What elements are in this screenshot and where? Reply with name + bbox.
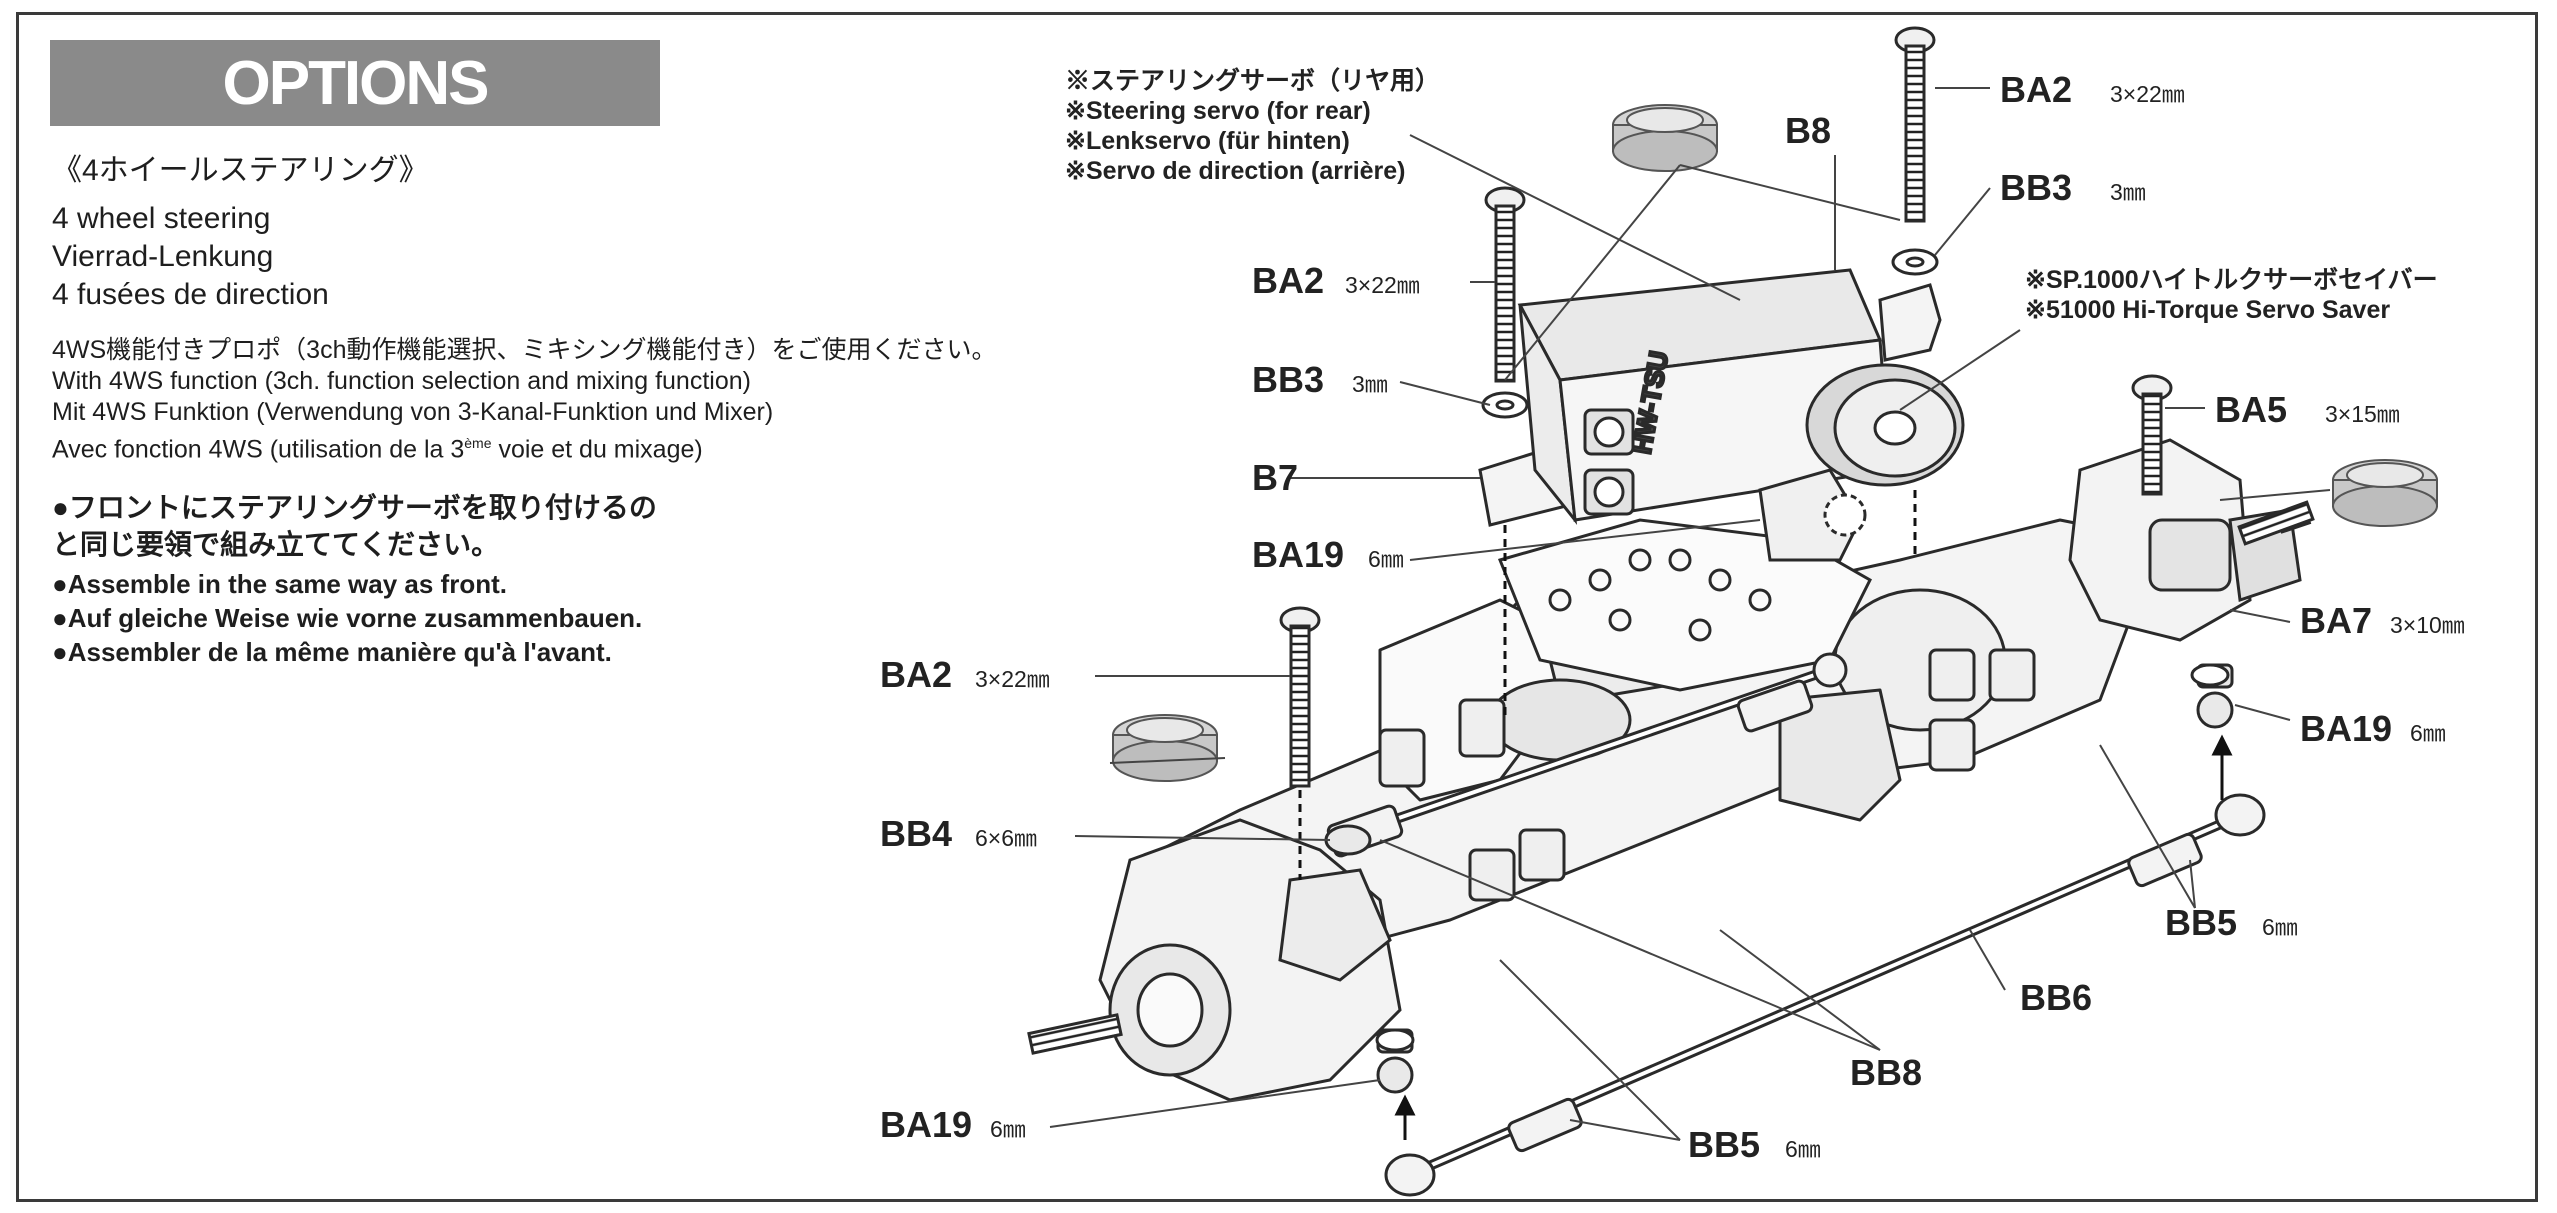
label-bb5-lower: BB5 6㎜ [1688,1124,1821,1165]
front-hub [1098,818,1402,1102]
svg-text:3㎜: 3㎜ [2110,179,2146,205]
svg-text:6㎜: 6㎜ [1368,546,1404,572]
label-b7: B7 [1252,457,1298,498]
svg-text:BA19: BA19 [1252,534,1344,575]
heading-jp: 《4ホイールステアリング》 [52,154,429,187]
label-bb3-top: BB3 3㎜ [2000,167,2146,208]
svg-text:BA7: BA7 [2300,600,2372,641]
svg-text:BB3: BB3 [1252,359,1324,400]
svg-text:BA2: BA2 [880,654,952,695]
instruction-fr: ●Assembler de la même manière qu'à l'ava… [52,637,612,667]
requirement-jp: 4WS機能付きプロポ（3ch動作機能選択、ミキシング機能付き）をご使用ください。 [52,336,997,364]
label-ba2-top: BA2 3×22㎜ [2000,69,2185,110]
svg-text:3×10㎜: 3×10㎜ [2390,612,2465,638]
svg-text:BA19: BA19 [2300,708,2392,749]
page-frame [16,12,2538,1202]
heading-en: 4 wheel steering [52,202,271,235]
svg-text:BA2: BA2 [1252,260,1324,301]
washers [1375,248,2230,1052]
svg-text:B8: B8 [1785,110,1831,151]
upper-deck-plate [1497,518,1872,692]
label-bb5-right: BB5 6㎜ [2165,902,2298,943]
svg-text:3×22㎜: 3×22㎜ [1345,272,1420,298]
svg-text:3×22㎜: 3×22㎜ [975,666,1050,692]
svg-text:BA19: BA19 [880,1104,972,1145]
svg-text:BB5: BB5 [2165,902,2237,943]
svg-text:6㎜: 6㎜ [2410,720,2446,746]
servo-saver-note: ※SP.1000ハイトルクサーボセイバー ※51000 Hi-Torque Se… [2025,266,2438,324]
instruction-jp-2: と同じ要領で組み立ててください。 [52,529,500,560]
instruction-jp-1: ●フロントにステアリングサーボを取り付けるの [52,492,657,523]
label-b8: B8 [1785,110,1831,151]
screw-ba2-lower [1279,606,1321,788]
screw-ba2-top [1894,26,1936,223]
svg-text:6㎜: 6㎜ [990,1116,1026,1142]
label-ba5: BA5 3×15㎜ [2215,389,2400,430]
heading-fr: 4 fusées de direction [52,278,329,311]
label-bb8: BB8 [1850,1052,1922,1093]
label-ba2-servo: BA2 3×22㎜ [1252,260,1420,301]
label-ba19-upper: BA19 6㎜ [1252,534,1404,575]
svg-text:6×6㎜: 6×6㎜ [975,825,1037,851]
svg-text:BB4: BB4 [880,813,952,854]
thread-lock-icon-3 [1112,714,1218,782]
svg-text:3×15㎜: 3×15㎜ [2325,401,2400,427]
svg-text:BB5: BB5 [1688,1124,1760,1165]
label-bb6: BB6 [2020,977,2092,1018]
label-bb4: BB4 6×6㎜ [880,813,1037,854]
rear-axle-shaft [2237,500,2315,546]
svg-text:3×22㎜: 3×22㎜ [2110,81,2185,107]
svg-text:3㎜: 3㎜ [1352,371,1388,397]
part-labels: BA2 3×22㎜ BB3 3㎜ B8 BA2 3×22㎜ BB3 3㎜ B7 BA5 3… [880,69,2465,1165]
assembly-arrows [1298,490,2233,1140]
svg-text:BB3: BB3 [2000,167,2072,208]
steering-servo: HW-TSU [1517,268,1892,525]
label-ba19-right: BA19 6㎜ [2300,708,2446,749]
heading-de: Vierrad-Lenkung [52,240,274,273]
screw-ba2-servo [1484,186,1526,383]
thread-lock-icon-1 [1612,104,1718,172]
rear-hub [2068,438,2312,642]
requirement-en: With 4WS function (3ch. function selecti… [52,367,751,395]
label-bb3-servo: BB3 3㎜ [1252,359,1388,400]
instruction-en: ●Assemble in the same way as front. [52,569,507,599]
svg-text:BB6: BB6 [2020,977,2092,1018]
svg-text:BA5: BA5 [2215,389,2287,430]
front-axle-shaft [1027,1013,1123,1055]
options-badge: OPTIONS [50,40,660,126]
thread-lock-icon-2 [2332,459,2438,527]
servo-saver [1758,363,1965,562]
svg-text:BA2: BA2 [2000,69,2072,110]
screw-ba5 [2131,374,2173,496]
svg-text:BB8: BB8 [1850,1052,1922,1093]
svg-text:6㎜: 6㎜ [1785,1136,1821,1162]
leader-lines [1049,87,2331,1141]
svg-text:B7: B7 [1252,457,1298,498]
servo-note: ※ステアリングサーボ（リヤ用） ※Steering servo (for rea… [1065,67,1441,185]
requirement-fr: Avec fonction 4WS (utilisation de la 3èm… [52,435,703,464]
requirement-de: Mit 4WS Funktion (Verwendung von 3-Kanal… [52,398,774,426]
hex-posts [1378,648,2036,902]
label-ba19-lower: BA19 6㎜ [880,1104,1026,1145]
label-ba2-lower: BA2 3×22㎜ [880,654,1050,695]
instruction-de: ●Auf gleiche Weise wie vorne zusammenbau… [52,603,643,633]
lower-rod-bb6 [1384,793,2266,1197]
svg-text:6㎜: 6㎜ [2262,914,2298,940]
label-ba7: BA7 3×10㎜ [2300,600,2465,641]
